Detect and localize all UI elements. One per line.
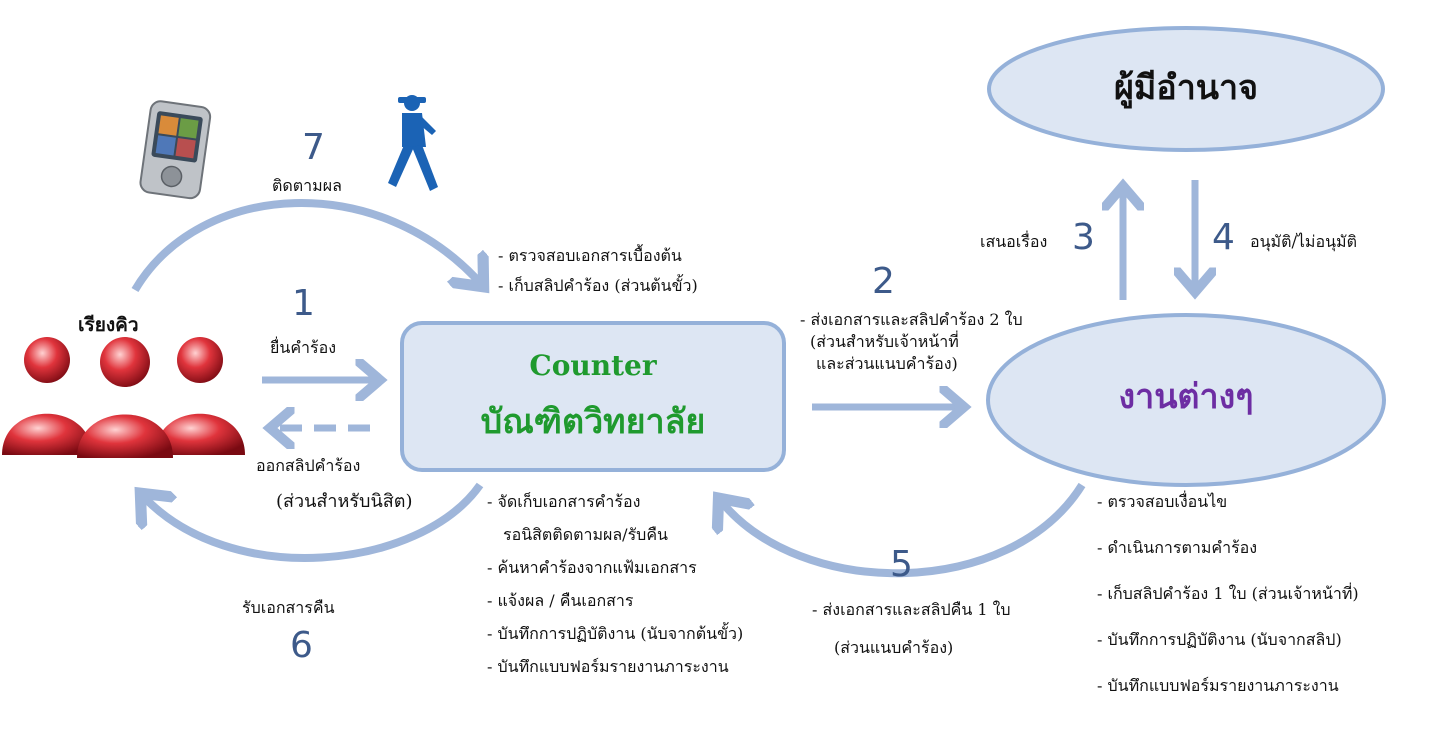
step-2-line: และส่วนแนบคำร้อง): [816, 354, 958, 373]
department-notes: - ตรวจสอบเงื่อนไข - ดำเนินการตามคำร้อง -…: [1097, 492, 1359, 696]
step-5-line: - ส่งเอกสารและสลิปคืน 1 ใบ: [812, 600, 1011, 619]
step-5-label: - ส่งเอกสารและสลิปคืน 1 ใบ (ส่วนแนบคำร้อ…: [812, 600, 1011, 658]
authority-node: [987, 26, 1385, 152]
authority-label: ผู้มีอำนาจ: [1113, 68, 1259, 108]
counter-bottom-note: - ค้นหาคำร้องจากแฟ้มเอกสาร: [487, 558, 697, 577]
counter-bottom-note: - แจ้งผล / คืนเอกสาร: [487, 591, 634, 610]
arrow-back-counter: [720, 482, 1086, 578]
step-3-number: 3: [1072, 217, 1095, 258]
arrow-return-docs: [142, 482, 484, 562]
counter-bottom-note: - บันทึกการปฏิบัติงาน (นับจากต้นขั้ว): [487, 624, 744, 643]
step-6-number: 6: [290, 625, 313, 666]
walking-man-icon: [388, 95, 438, 191]
issue-slip-label: ออกสลิปคำร้อง: [256, 456, 361, 475]
queue-label: เรียงคิว: [78, 314, 139, 336]
step-6-label: รับเอกสารคืน: [242, 598, 335, 617]
counter-bottom-note: รอนิสิตติดตามผล/รับคืน: [503, 525, 668, 544]
step-4-label: อนุมัติ/ไม่อนุมัติ: [1250, 232, 1357, 251]
counter-top-note: - ตรวจสอบเอกสารเบื้องต้น: [498, 246, 682, 265]
department-note: - ตรวจสอบเงื่อนไข: [1097, 492, 1228, 511]
departments-label: งานต่างๆ: [1118, 377, 1254, 417]
step-7-label: ติดตามผล: [272, 176, 342, 195]
phone-icon: [139, 100, 212, 200]
step-2-line: (ส่วนสำหรับเจ้าหน้าที่: [810, 332, 959, 351]
department-note: - เก็บสลิปคำร้อง 1 ใบ (ส่วนเจ้าหน้าที่): [1097, 584, 1359, 603]
counter-bottom-note: - บันทึกแบบฟอร์มรายงานภาระงาน: [487, 657, 729, 676]
counter-title: Counter: [529, 349, 657, 382]
department-note: - บันทึกแบบฟอร์มรายงานภาระงาน: [1097, 676, 1339, 695]
counter-top-note: - เก็บสลิปคำร้อง (ส่วนต้นขั้ว): [498, 276, 698, 295]
counter-bottom-notes: - จัดเก็บเอกสารคำร้อง รอนิสิตติดตามผล/รั…: [487, 492, 743, 677]
counter-bottom-note: - จัดเก็บเอกสารคำร้อง: [487, 492, 641, 511]
counter-node: [400, 321, 786, 472]
department-note: - บันทึกการปฏิบัติงาน (นับจากสลิป): [1097, 630, 1342, 649]
step-5-number: 5: [890, 544, 913, 585]
step-2-line: - ส่งเอกสารและสลิปคำร้อง 2 ใบ: [800, 310, 1023, 329]
step-2-number: 2: [872, 261, 895, 302]
step-7-number: 7: [302, 127, 325, 168]
person-icon: [2, 337, 245, 458]
step-3-label: เสนอเรื่อง: [980, 232, 1048, 251]
counter-top-notes: - ตรวจสอบเอกสารเบื้องต้น - เก็บสลิปคำร้อ…: [498, 246, 698, 296]
issue-slip-sub: (ส่วนสำหรับนิสิต): [276, 491, 413, 512]
step-1-number: 1: [292, 283, 315, 324]
step-1-label: ยื่นคำร้อง: [270, 338, 337, 357]
departments-node: [986, 313, 1386, 487]
counter-subtitle: บัณฑิตวิทยาลัย: [480, 402, 706, 442]
department-note: - ดำเนินการตามคำร้อง: [1097, 538, 1258, 557]
step-4-number: 4: [1212, 217, 1235, 258]
arrow-follow-up: [131, 199, 482, 290]
step-2-label: - ส่งเอกสารและสลิปคำร้อง 2 ใบ (ส่วนสำหรั…: [800, 310, 1023, 374]
step-5-line: (ส่วนแนบคำร้อง): [834, 638, 954, 657]
